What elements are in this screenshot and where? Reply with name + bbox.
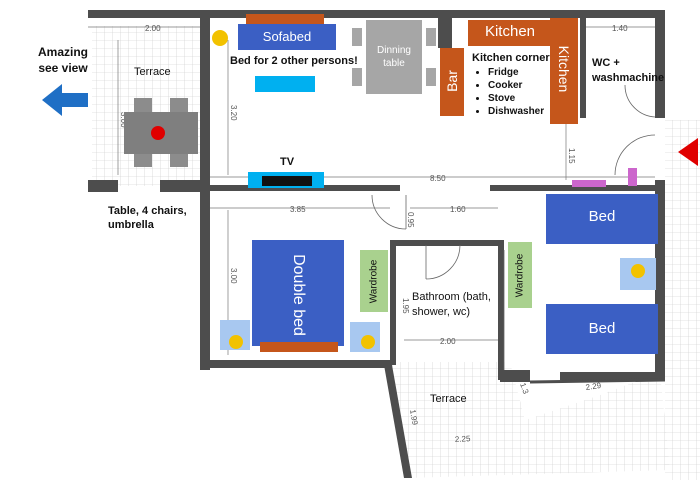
terrace-rail [384, 365, 412, 478]
bar-counter [440, 48, 464, 116]
kitchen-items-list: Fridge Cooker Stove Dishwasher [474, 66, 544, 118]
extra-bed [255, 76, 315, 92]
sofabed [238, 24, 336, 50]
tv-label: TV [280, 156, 295, 168]
view-arrow [42, 84, 88, 116]
bar-label: Bar [444, 70, 460, 92]
dimension-terrace-side: 1.99 [408, 409, 420, 426]
terrace-diagonal-rail [529, 378, 666, 384]
amazing-view-label: Amazing see view [37, 45, 88, 75]
bathroom-label: Bathroom (bath, shower, wc) [412, 291, 491, 318]
terrace-bottom-label: Terrace [430, 393, 467, 405]
dimension-living-height: 3.20 [229, 105, 238, 121]
dimension-bath-height: 1.95 [401, 298, 410, 314]
bed-bottom-label: Bed [588, 320, 616, 337]
wardrobe-left [360, 250, 388, 312]
dimension-hall-gap: 1.15 [567, 148, 576, 164]
entrance-arrow [678, 138, 698, 166]
lamp-icon [212, 30, 228, 46]
dining-chair [426, 68, 436, 86]
right-edge-grid [665, 120, 700, 480]
dimension-top-width: 2.00 [145, 24, 161, 33]
dining-table [366, 20, 422, 94]
dimension-total-width: 8.50 [430, 174, 446, 183]
double-bed [252, 240, 344, 346]
dining-chair [352, 28, 362, 46]
wardrobe-right [508, 242, 532, 308]
dimension-terrace-diag: 2.29 [585, 381, 602, 392]
terrace-bottom-floor [388, 362, 670, 478]
lamp-icon [229, 335, 243, 349]
umbrella-icon [151, 126, 165, 140]
bed-bottom [546, 304, 658, 354]
wc-label: WC + washmachine [592, 57, 665, 84]
sofabed-back [246, 14, 324, 24]
list-item: Fridge [488, 66, 544, 79]
sofabed-label: Sofabed [262, 29, 312, 44]
dining-chair [352, 68, 362, 86]
dimension-bath-width: 2.00 [440, 337, 456, 346]
kitchen-counter [468, 20, 552, 46]
wardrobe-right-label: Wardrobe [514, 253, 526, 298]
dining-chair [426, 28, 436, 46]
dimension-bedroom-height: 3.00 [229, 268, 238, 284]
lamp-icon [361, 335, 375, 349]
dimension-wc-width: 1.40 [612, 24, 628, 33]
bed-top-label: Bed [588, 208, 616, 225]
tv-screen [262, 176, 312, 186]
dimension-terrace-bottom: 2.25 [455, 434, 472, 444]
shoe-cabinet [572, 180, 606, 187]
extra-bed-label: Bed for 2 other persons! [230, 55, 358, 67]
kitchen-horizontal-label: Kitchen [484, 23, 536, 40]
dimension-terrace-small: 1.3 [518, 382, 530, 396]
wardrobe-left-label: Wardrobe [368, 259, 380, 304]
list-item: Cooker [488, 79, 544, 92]
kitchen-vertical-label: Kitchen [556, 45, 572, 93]
dining-table-label: Dinning table [377, 45, 411, 69]
terrace-table-set [124, 98, 198, 167]
bed-top [546, 194, 658, 244]
coat-rack [628, 168, 637, 186]
kitchen-counter-vertical [550, 18, 578, 124]
list-item: Dishwasher [488, 105, 544, 118]
double-bed-label: Double bed [290, 254, 307, 336]
dimension-passage: 0.95 [406, 212, 415, 228]
kitchen-corner-label: Kitchen corner [472, 52, 550, 64]
dimension-hall-width: 1.60 [450, 205, 466, 214]
table-chairs-label: Table, 4 chairs, umbrella [108, 205, 187, 231]
double-bed-pillow [260, 342, 338, 352]
list-item: Stove [488, 92, 544, 105]
dimension-bedroom-width: 3.85 [290, 205, 306, 214]
lamp-icon [631, 264, 645, 278]
terrace-top-label: Terrace [134, 66, 171, 78]
dimension-terrace-height: 3.00 [119, 112, 128, 128]
